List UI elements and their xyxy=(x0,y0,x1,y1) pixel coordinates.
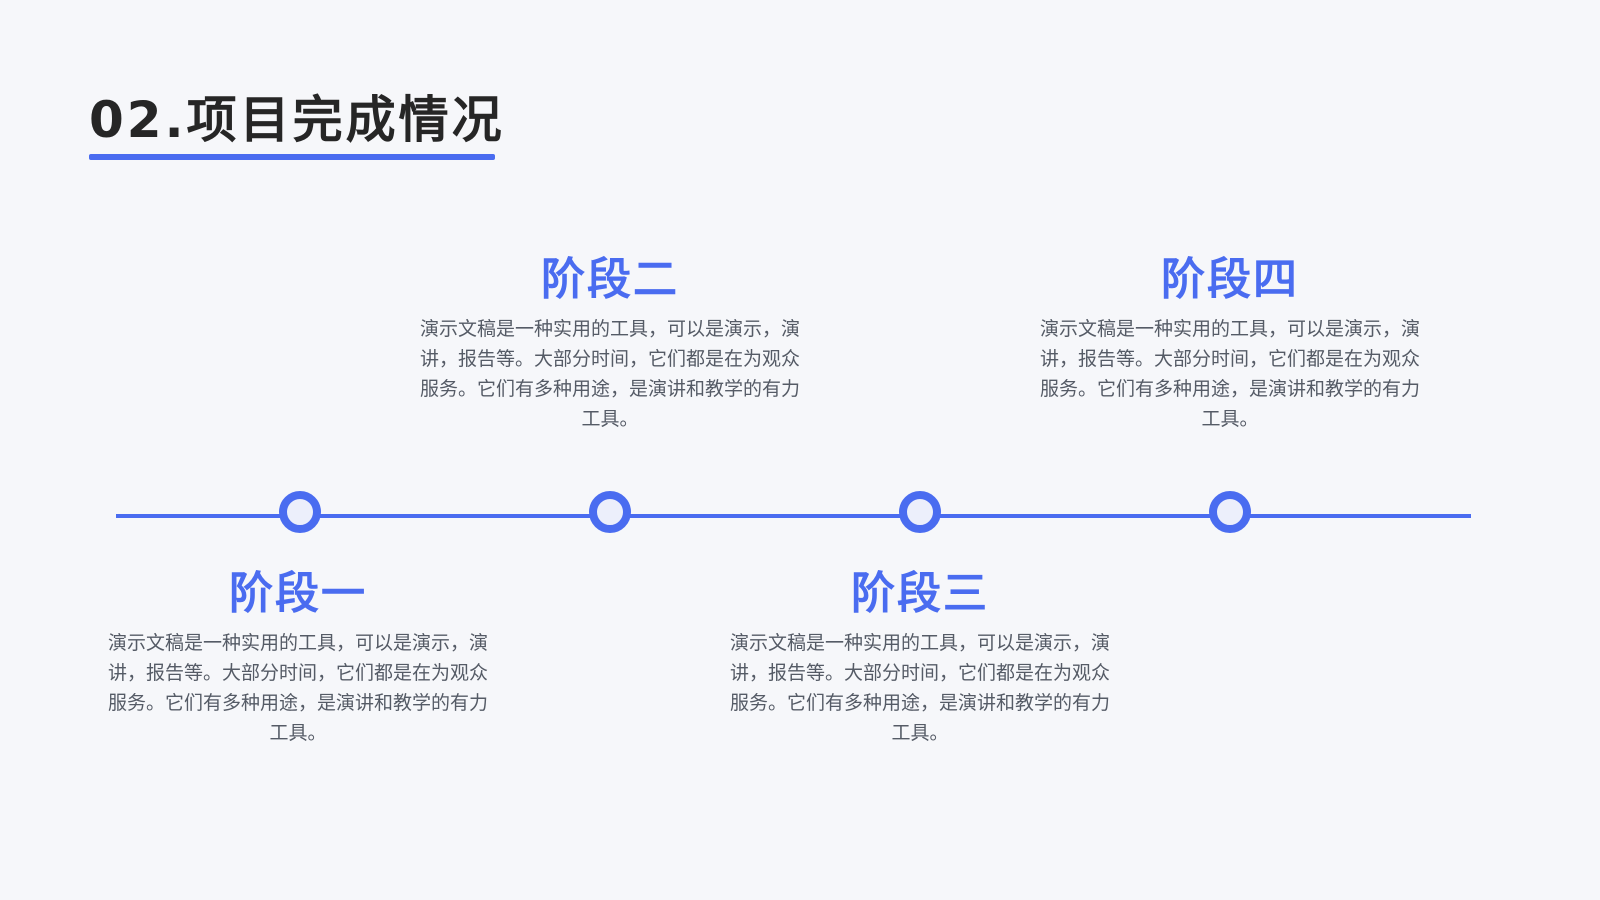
milestone-marker-2 xyxy=(589,491,631,533)
title-underline xyxy=(89,154,495,160)
stage-1: 阶段一 演示文稿是一种实用的工具，可以是演示，演讲，报告等。大部分时间，它们都是… xyxy=(108,566,488,748)
stage-2-heading: 阶段二 xyxy=(541,254,679,305)
stage-3-heading: 阶段三 xyxy=(851,568,989,619)
milestone-marker-4 xyxy=(1209,491,1251,533)
stage-4-description: 演示文稿是一种实用的工具，可以是演示，演讲，报告等。大部分时间，它们都是在为观众… xyxy=(1040,318,1421,430)
stage-3-description: 演示文稿是一种实用的工具，可以是演示，演讲，报告等。大部分时间，它们都是在为观众… xyxy=(730,632,1111,744)
stage-2: 阶段二 演示文稿是一种实用的工具，可以是演示，演讲，报告等。大部分时间，它们都是… xyxy=(420,252,800,434)
stage-1-heading: 阶段一 xyxy=(229,568,367,619)
page-title: 02.项目完成情况 xyxy=(89,91,505,149)
stage-2-description: 演示文稿是一种实用的工具，可以是演示，演讲，报告等。大部分时间，它们都是在为观众… xyxy=(420,318,801,430)
stage-4: 阶段四 演示文稿是一种实用的工具，可以是演示，演讲，报告等。大部分时间，它们都是… xyxy=(1040,252,1420,434)
milestone-marker-1 xyxy=(279,491,321,533)
stage-1-description: 演示文稿是一种实用的工具，可以是演示，演讲，报告等。大部分时间，它们都是在为观众… xyxy=(108,632,489,744)
milestone-marker-3 xyxy=(899,491,941,533)
timeline-line xyxy=(116,514,1471,518)
stage-3: 阶段三 演示文稿是一种实用的工具，可以是演示，演讲，报告等。大部分时间，它们都是… xyxy=(730,566,1110,748)
stage-4-heading: 阶段四 xyxy=(1161,254,1299,305)
